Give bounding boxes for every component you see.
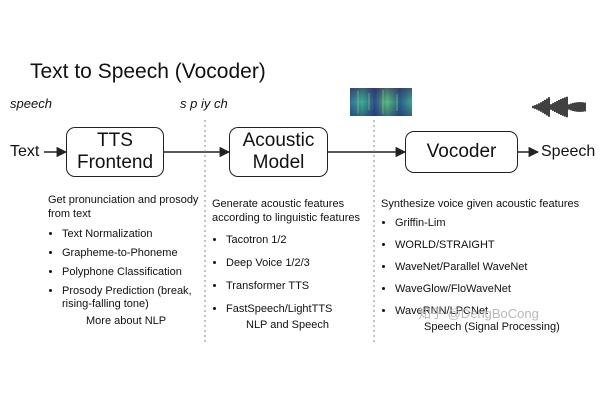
list-item: WaveRNN/LPCNet <box>395 305 596 318</box>
box-line: Vocoder <box>426 141 497 162</box>
column-heading: Get pronunciation and prosody from text <box>48 194 199 220</box>
bullet-list: Tacotron 1/2 Deep Voice 1/2/3 Transforme… <box>212 234 372 316</box>
waveform-image <box>532 96 586 118</box>
box-line: Frontend <box>76 152 154 173</box>
speech-word-label: speech <box>10 96 52 111</box>
list-item: Deep Voice 1/2/3 <box>226 257 372 270</box>
list-item: Polyphone Classification <box>62 266 203 279</box>
phoneme-label: s p iy ch <box>180 96 228 111</box>
vocoder-box: Vocoder <box>405 131 518 173</box>
input-text-label: Text <box>10 143 40 160</box>
list-item: Grapheme-to-Phoneme <box>62 247 203 260</box>
bullet-list: Griffin-Lim WORLD/STRAIGHT WaveNet/Paral… <box>381 217 596 318</box>
column-footer: NLP and Speech <box>246 319 329 331</box>
bullet-list: Text Normalization Grapheme-to-Phoneme P… <box>48 228 203 311</box>
list-item: Text Normalization <box>62 228 203 241</box>
box-line: Acoustic <box>242 130 315 151</box>
slide-title: Text to Speech (Vocoder) <box>30 60 266 83</box>
list-item: Transformer TTS <box>226 280 372 293</box>
list-item: Tacotron 1/2 <box>226 234 372 247</box>
vocoder-column: Synthesize voice given acoustic features… <box>381 197 596 324</box>
list-item: Prosody Prediction (break, rising-fallin… <box>62 285 203 311</box>
list-item: WaveNet/Parallel WaveNet <box>395 261 596 274</box>
acoustic-column: Generate acoustic features according to … <box>212 197 372 322</box>
frontend-column: Get pronunciation and prosody from text … <box>48 193 203 317</box>
spectrogram-image <box>350 88 412 116</box>
box-line: Model <box>252 152 305 173</box>
column-footer: More about NLP <box>86 315 167 327</box>
list-item: FastSpeech/LightTTS <box>226 303 372 316</box>
column-heading: Generate acoustic features according to … <box>212 198 360 224</box>
watermark: 知乎 @DengBoCong <box>418 306 539 321</box>
box-line: TTS <box>97 130 133 151</box>
output-speech-label: Speech <box>541 143 596 160</box>
column-footer: Speech (Signal Processing) <box>424 321 560 333</box>
list-item: WORLD/STRAIGHT <box>395 239 596 252</box>
column-heading: Synthesize voice given acoustic features <box>381 198 580 210</box>
list-item: WaveGlow/FloWaveNet <box>395 283 596 296</box>
list-item: Griffin-Lim <box>395 217 596 230</box>
